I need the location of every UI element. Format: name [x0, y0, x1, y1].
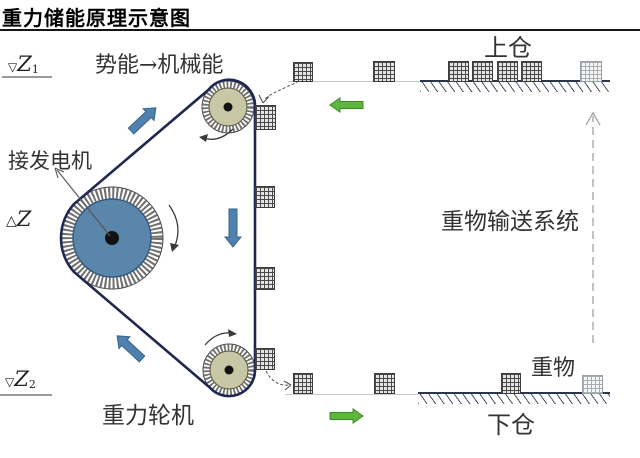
weight-block-ghost: [580, 61, 602, 82]
bottom-pulley: [202, 343, 256, 397]
detach-weight-arrow: [265, 370, 292, 391]
bottom-pulley-axle-dot: [224, 365, 234, 375]
weight-block: [374, 373, 395, 394]
upper-ground-line: [288, 81, 420, 82]
bottom-pulley-rotation-arrow: [204, 329, 237, 346]
z2-datum-line: [0, 394, 52, 396]
weight-block-on-belt: [255, 267, 275, 290]
energy-conversion-label: 势能→机械能: [95, 53, 224, 78]
wheel-rotation-arrow: [168, 204, 179, 252]
weight-block-on-belt: [255, 348, 275, 370]
page-title: 重力储能原理示意图: [2, 6, 191, 30]
lower-ground-line: [285, 394, 418, 395]
weight-block: [293, 62, 313, 82]
weight-block: [373, 61, 395, 82]
delta-z-label: △Z: [6, 207, 32, 231]
top-pulley-axle-dot: [223, 102, 233, 112]
conveyor-system-label: 重物输送系统: [441, 209, 579, 235]
down-triangle-icon: ▽: [8, 60, 18, 74]
weight-block-ghost: [582, 375, 603, 394]
belt-down-arrow: [223, 208, 243, 248]
title-underline: [0, 29, 640, 31]
upper-warehouse-label: 上仓: [484, 34, 532, 62]
weight-block: [293, 373, 313, 394]
up-triangle-icon: △: [6, 213, 17, 229]
gravity-wheel-label: 重力轮机: [102, 403, 194, 429]
attach-weight-arrow: [258, 80, 300, 104]
generator-label: 接发电机: [8, 149, 92, 173]
conveyor-return-line: [585, 111, 601, 343]
down-triangle-icon: ▽: [5, 375, 15, 389]
generator-wheel: [60, 186, 164, 290]
top-pulley-rotation-arrow: [199, 128, 234, 142]
weight-block: [448, 61, 469, 82]
weight-label: 重物: [531, 356, 576, 381]
upper-flow-left-arrow: [329, 97, 364, 113]
weight-block: [521, 61, 542, 82]
belt-up-right-arrow: [127, 107, 157, 135]
z1-datum-line: [2, 76, 52, 78]
lower-warehouse-label: 下仓: [487, 411, 535, 439]
weight-block-on-belt: [255, 105, 276, 130]
weight-block: [472, 61, 493, 82]
weight-block: [497, 61, 518, 82]
generator-leader-arrow: [54, 167, 111, 237]
lower-flow-right-arrow: [329, 408, 364, 424]
belt-path: [59, 78, 257, 398]
belt-up-left-arrow: [116, 335, 146, 363]
weight-block-on-belt: [255, 186, 275, 208]
weight-block: [501, 373, 521, 394]
